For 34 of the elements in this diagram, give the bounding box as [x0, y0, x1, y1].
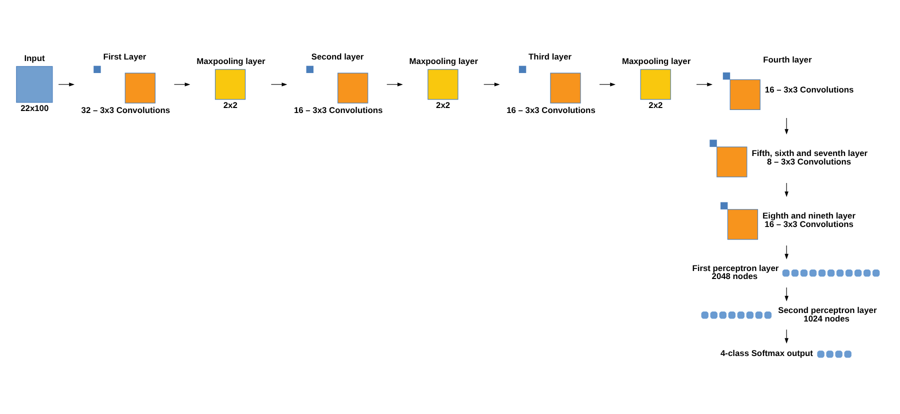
arrow — [784, 245, 788, 260]
arrow — [484, 82, 500, 86]
node-label: 2x2 — [436, 100, 450, 110]
node-label: 4-class Softmax output — [720, 348, 813, 358]
node-label: Fourth layer — [763, 54, 812, 64]
node-label: 2x2 — [223, 100, 238, 110]
arrow — [784, 182, 788, 197]
node-label: 32 – 3x3 Convolutions — [81, 104, 170, 115]
node-label: Second layer — [311, 51, 364, 62]
node-label: 16 – 3x3 Convolutions — [764, 84, 854, 95]
node-label: 8 – 3x3 Convolutions — [767, 156, 852, 166]
node-label: First Layer — [103, 51, 146, 62]
node-label: 16 – 3x3 Convolutions — [294, 104, 383, 115]
arrow — [784, 118, 788, 135]
node-label: First perceptron layer — [692, 262, 779, 273]
node-label: Eighth and nineth layer — [762, 210, 856, 221]
node-label: 16 – 3x3 Convolutions — [506, 104, 596, 115]
arrow — [174, 82, 190, 86]
arrow — [784, 329, 788, 344]
node-label: Input — [24, 53, 45, 64]
node-label: Second perceptron layer — [778, 304, 877, 315]
arrow — [696, 82, 713, 86]
node-label: Maxpooling layer — [196, 56, 266, 66]
node-label: 2x2 — [648, 100, 663, 110]
arrow — [270, 82, 288, 86]
node-label: Maxpooling layer — [622, 56, 691, 66]
node-label: Third layer — [528, 51, 572, 62]
arrow — [599, 82, 616, 86]
arrow — [784, 287, 788, 302]
arrow — [386, 82, 403, 86]
node-label: Fifth, sixth and seventh layer — [752, 148, 868, 158]
node-label: Maxpooling layer — [409, 56, 478, 66]
arrow — [58, 82, 75, 86]
node-label: 22x100 — [20, 103, 49, 113]
